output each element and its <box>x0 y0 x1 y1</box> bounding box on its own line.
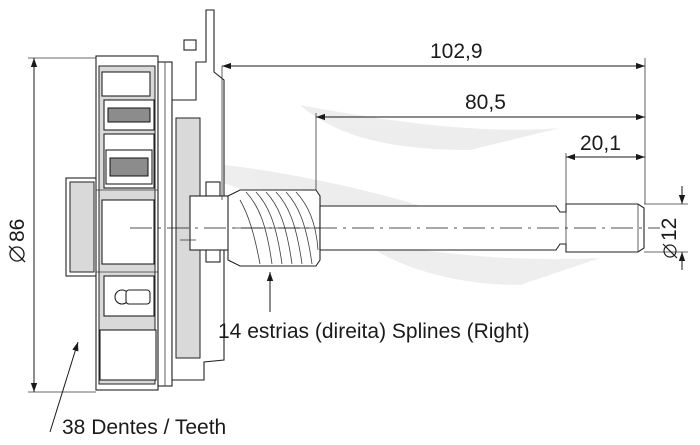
overall-length-label: 102,9 <box>430 40 483 63</box>
splines-note: 14 estrias (direita) Splines (Right) <box>218 320 530 343</box>
dimension-shaft-diameter <box>644 186 688 270</box>
shaft-diameter-label: 12 <box>658 218 681 241</box>
diameter-symbol <box>9 246 25 262</box>
end-length-label: 20,1 <box>580 132 621 155</box>
diameter-symbol-slash <box>8 245 26 263</box>
teeth-note: 38 Dentes / Teeth <box>62 416 226 439</box>
dimension-overall-length <box>221 58 646 204</box>
dimension-end-length <box>565 153 645 204</box>
dimension-shaft-length <box>315 113 645 190</box>
diameter-symbol <box>663 244 677 258</box>
housing-diameter-label: 86 <box>6 219 29 242</box>
diameter-symbol-slash <box>662 243 678 259</box>
housing-body <box>65 9 231 391</box>
teeth-leader <box>49 341 79 433</box>
shaft-length-label: 80,5 <box>465 91 506 114</box>
